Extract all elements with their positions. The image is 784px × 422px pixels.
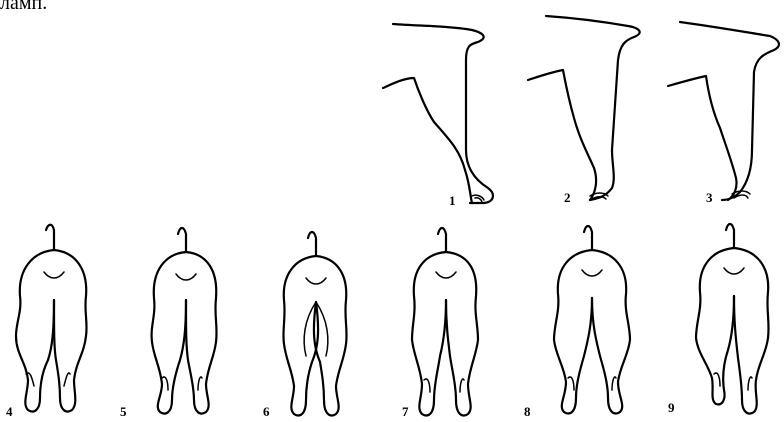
rear-view-label-4: 4: [6, 404, 13, 419]
rear-view-label-6: 6: [263, 404, 270, 419]
rear-view-figure-8: [554, 226, 630, 413]
rear-view-figure-7: [412, 228, 478, 415]
rear-view-figure-4: [16, 225, 87, 412]
side-view-label-1: 1: [449, 193, 456, 208]
rear-view-figure-9: [696, 224, 769, 414]
side-view-figure-1: [383, 24, 493, 203]
side-view-figure-3: [668, 22, 779, 200]
side-view-label-2: 2: [564, 190, 571, 205]
rear-view-figure-5: [152, 228, 217, 414]
rear-view-figure-6: [283, 232, 346, 415]
side-view-figure-2: [528, 16, 640, 200]
rear-view-label-9: 9: [668, 400, 675, 415]
rear-view-label-5: 5: [120, 404, 127, 419]
rear-view-label-7: 7: [402, 404, 409, 419]
side-view-label-3: 3: [706, 190, 713, 205]
rear-view-label-8: 8: [524, 404, 531, 419]
